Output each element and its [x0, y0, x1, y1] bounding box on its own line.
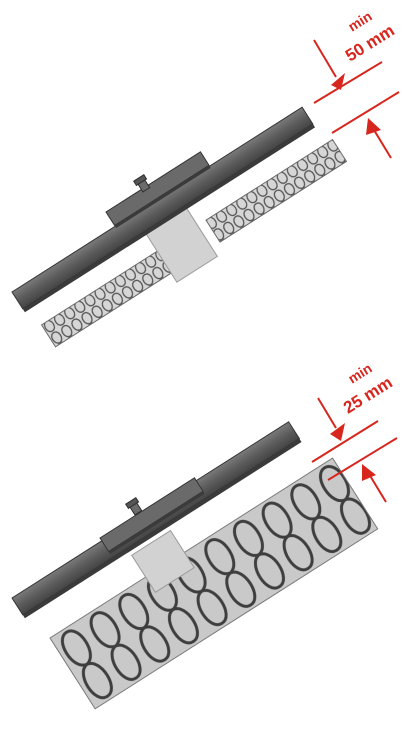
bottom-support-block: [131, 529, 195, 594]
bottom-dim-line-lower: [327, 437, 398, 481]
top-bracket: [105, 151, 211, 229]
top-diagram: min 50 mm: [11, 8, 400, 348]
arrow-up-icon: [366, 118, 392, 159]
bottom-dim-line-upper: [311, 420, 379, 463]
top-dim-line-upper: [313, 61, 383, 104]
screw-icon: [125, 497, 143, 516]
top-dim-line-lower: [331, 91, 400, 134]
bottom-insulation: [49, 457, 379, 710]
arrow-down-icon: [317, 397, 345, 441]
bottom-diagram: min 25 mm: [11, 360, 398, 710]
arrow-down-icon: [313, 39, 345, 90]
arrow-up-icon: [362, 464, 387, 503]
screw-icon: [133, 174, 151, 193]
bottom-bracket: [99, 477, 205, 555]
top-insulation: [40, 138, 348, 348]
